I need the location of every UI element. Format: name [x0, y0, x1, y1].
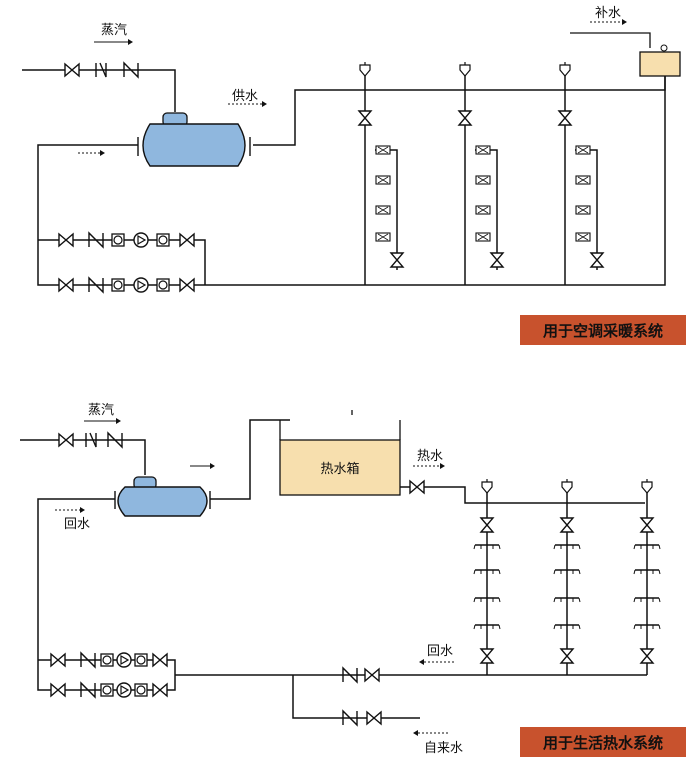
hot-water-label: 热水	[417, 449, 443, 464]
top-steam-arrow	[94, 39, 133, 45]
bottom-caption: 用于生活热水系统	[543, 734, 663, 752]
flow-arrow-icon	[78, 150, 105, 156]
bottom-return-label: 回水	[427, 644, 453, 659]
heat-exchanger-vessel	[137, 112, 251, 167]
bottom-caption-badge: 用于生活热水系统	[520, 727, 686, 757]
tap-gate-valve	[366, 711, 382, 725]
top-makeup-label: 补水	[595, 6, 621, 21]
makeup-arrow	[590, 19, 627, 25]
bottom-pipework	[20, 419, 648, 719]
return-gate-valve	[364, 668, 380, 682]
top-caption-badge: 用于空调采暖系统	[520, 315, 686, 345]
supply-arrow	[228, 101, 267, 107]
tank-label: 热水箱	[320, 461, 359, 477]
b-return-arrow	[55, 507, 85, 513]
b-heat-exchanger-vessel	[114, 476, 211, 517]
b-steam-gate-valve	[58, 433, 74, 447]
expansion-tank	[570, 32, 681, 77]
top-diagram: 蒸汽 供水	[22, 6, 686, 345]
return-arrow	[419, 659, 454, 665]
steam-gate-valve	[64, 63, 80, 77]
b-flow-arrow-icon	[190, 463, 215, 469]
top-supply-label: 供水	[232, 89, 258, 104]
top-steam-label: 蒸汽	[101, 23, 127, 38]
top-pipework	[22, 69, 666, 286]
bottom-return-left-label: 回水	[64, 517, 90, 532]
bottom-steam-label: 蒸汽	[88, 403, 114, 418]
b-steam-arrow	[84, 418, 121, 424]
top-caption: 用于空调采暖系统	[543, 322, 663, 340]
tank-outlet-valve	[409, 480, 425, 494]
hot-water-arrow	[413, 463, 445, 469]
b-steam-trap-icon	[85, 432, 97, 448]
bottom-diagram: 蒸汽 回水 热水箱 热水	[20, 403, 686, 757]
tap-water-arrow	[413, 730, 448, 736]
steam-trap-icon	[95, 62, 107, 78]
tap-water-label: 自来水	[424, 741, 463, 756]
hot-water-tank: 热水箱	[279, 420, 401, 496]
